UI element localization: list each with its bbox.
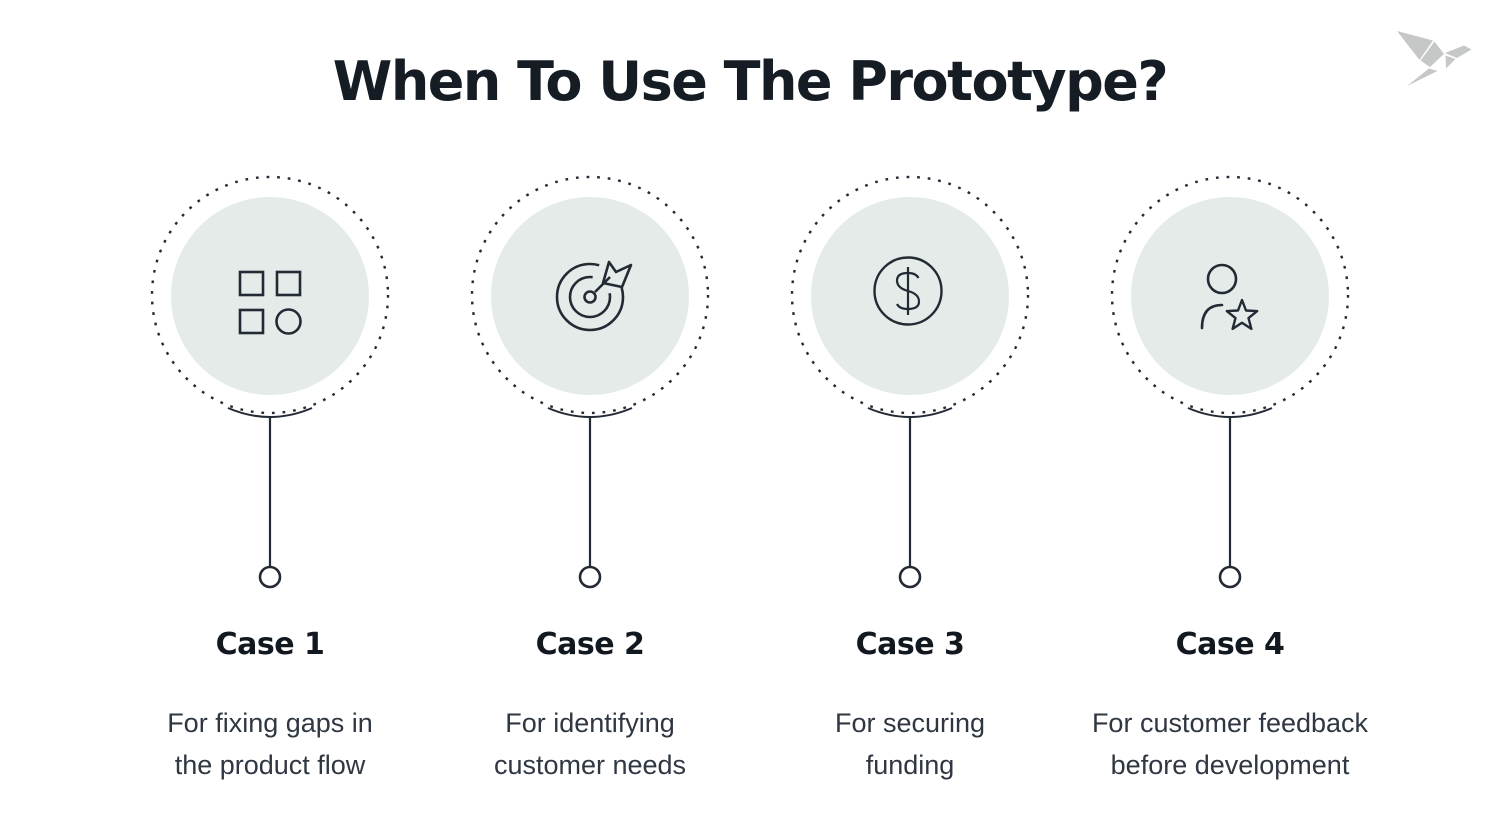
stem-node <box>1218 565 1242 589</box>
case-2-desc-line-1: For identifying <box>505 708 675 738</box>
dotted-ring <box>790 175 1030 415</box>
case-2-desc-line-2: customer needs <box>493 750 687 780</box>
filled-circle <box>1131 197 1329 395</box>
case-2-label: Case 2 <box>535 627 645 662</box>
page-title: When To Use The Prototype? <box>332 50 1169 113</box>
logo-body <box>1420 41 1444 67</box>
cases-row: Case 1 For fixing gaps in the product fl… <box>110 170 1390 786</box>
filled-circle <box>811 197 1009 395</box>
case-1-desc-line-2: the product flow <box>174 750 366 780</box>
stem-node <box>258 565 282 589</box>
case-3-column: Case 3 For securing funding <box>750 170 1070 786</box>
logo-head <box>1445 45 1472 58</box>
case-2-column: Case 2 For identifying customer needs <box>430 170 750 786</box>
case-4-desc-line-1: For customer feedback <box>1091 708 1369 738</box>
filled-circle <box>491 197 689 395</box>
user-star-icon <box>1200 263 1259 331</box>
case-4-desc-line-2: before development <box>1110 750 1350 780</box>
origami-bird-logo <box>1397 31 1472 86</box>
logo-wing <box>1397 31 1433 60</box>
case-1-column: Case 1 For fixing gaps in the product fl… <box>110 170 430 786</box>
logo-right-wing <box>1445 55 1456 69</box>
stem-node <box>578 565 602 589</box>
case-4-description: For customer feedback before development <box>1040 702 1420 786</box>
case-1-label: Case 1 <box>215 627 325 662</box>
case-4-column: Case 4 For customer feedback before deve… <box>1070 170 1390 786</box>
case-1-desc-line-1: For fixing gaps in <box>167 708 373 738</box>
case-3-graphic <box>790 175 1030 589</box>
case-3-desc-line-1: For securing <box>834 708 986 738</box>
case-2-description: For identifying customer needs <box>400 702 780 786</box>
dollar-coin-icon <box>873 256 943 326</box>
case-1-graphic <box>150 175 390 589</box>
dotted-ring <box>1110 175 1350 415</box>
case-3-desc-line-2: funding <box>865 750 955 780</box>
case-2-graphic <box>470 175 710 589</box>
target-arrow-icon <box>555 260 633 332</box>
grid-shapes-icon <box>238 270 302 335</box>
case-3-label: Case 3 <box>855 627 965 662</box>
dotted-ring <box>470 175 710 415</box>
case-1-description: For fixing gaps in the product flow <box>80 702 460 786</box>
case-4-graphic <box>1110 175 1350 589</box>
dotted-ring <box>150 175 390 415</box>
case-3-description: For securing funding <box>720 702 1100 786</box>
filled-circle <box>171 197 369 395</box>
stem-node <box>898 565 922 589</box>
logo-tail <box>1407 68 1438 86</box>
case-4-label: Case 4 <box>1175 627 1285 662</box>
